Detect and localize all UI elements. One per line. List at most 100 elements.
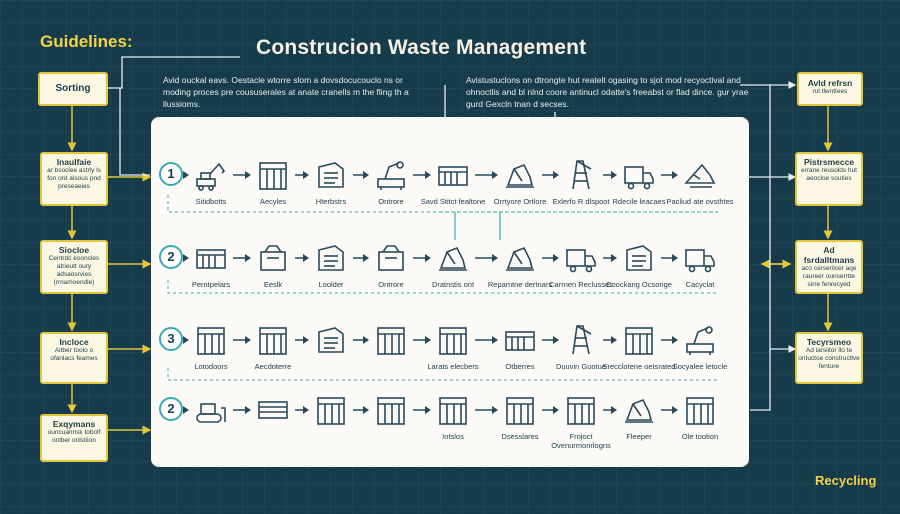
flow-arrow bbox=[475, 171, 498, 179]
flow-arrow bbox=[413, 254, 431, 262]
right-box-text: errane reusolds hut aeocloe souties bbox=[800, 167, 857, 182]
tower-icon bbox=[563, 322, 599, 358]
right-box-title: Tecyrsmeo bbox=[806, 337, 852, 347]
step-label: Cacyclat bbox=[685, 280, 715, 289]
step-label: Hterbstrs bbox=[315, 197, 347, 206]
step-label: Aecyles bbox=[259, 197, 287, 206]
flow-arrow bbox=[183, 406, 189, 414]
step-label: Perntpelars bbox=[191, 280, 231, 289]
loader-icon bbox=[621, 392, 657, 428]
step-label: Ole tootion bbox=[681, 432, 719, 441]
tower-icon bbox=[563, 157, 599, 193]
bars-icon bbox=[255, 392, 291, 428]
step-label: Otberres bbox=[505, 362, 535, 371]
doc-icon bbox=[621, 240, 657, 276]
left-box-text: Aitber toolo o ofanlacs feames bbox=[50, 347, 98, 362]
doc-icon bbox=[313, 157, 349, 193]
right-box-text: rul tlwnttees bbox=[812, 88, 848, 95]
bin-icon bbox=[255, 240, 291, 276]
flow-arrow bbox=[661, 171, 678, 179]
step-label: Coockang Ocsonge bbox=[606, 280, 672, 289]
flow-arrow bbox=[661, 254, 678, 262]
row-arrows bbox=[183, 336, 678, 344]
flow-arrow bbox=[233, 254, 251, 262]
building-icon bbox=[313, 392, 349, 428]
bin-icon bbox=[373, 240, 409, 276]
recycling-label: Recycling bbox=[815, 473, 877, 488]
step-label: Carrnen Reclusses bbox=[549, 280, 613, 289]
left-box-title: Sorting bbox=[55, 83, 91, 94]
container-icon bbox=[502, 322, 538, 358]
flow-arrow bbox=[295, 406, 309, 414]
container-icon bbox=[193, 240, 229, 276]
left-box-text: ar bsoclee astrly ls fon ord alsous pnd … bbox=[47, 167, 101, 190]
right-box-3[interactable]: Ad fsrdalltmans aco cerserilcer aqe raur… bbox=[795, 240, 863, 294]
step-label: Larats elecbers bbox=[427, 362, 479, 371]
recycle-icon bbox=[682, 157, 718, 193]
step-label: Fleeper bbox=[626, 432, 652, 441]
left-box-5[interactable]: Exqymans ouncuannsk tobolf onlber onlsti… bbox=[40, 414, 108, 462]
right-box-4[interactable]: Tecyrsmeo Ad larsiitor llo te ontuctoe c… bbox=[795, 332, 863, 384]
step-label: Rdecile leacaes bbox=[612, 197, 666, 206]
building-icon bbox=[621, 322, 657, 358]
right-box-2[interactable]: Pistrsmecce errane reusolds hut aeocloe … bbox=[795, 152, 863, 206]
guidelines-heading: Guidelines: bbox=[40, 32, 133, 51]
flow-arrow bbox=[183, 254, 189, 262]
loader-icon bbox=[502, 240, 538, 276]
building-icon bbox=[373, 322, 409, 358]
note-right: Avistustuclons on dtrongte hut reatelt o… bbox=[466, 75, 749, 109]
left-box-title: Incloce bbox=[59, 337, 89, 347]
step-label: Repamtne dertnars bbox=[487, 280, 553, 289]
left-box-3[interactable]: Siocloe Centrdc eooncles atrieutt oury a… bbox=[40, 240, 108, 294]
row-arrows bbox=[183, 406, 678, 414]
step-label: Eeslk bbox=[263, 280, 283, 289]
left-box-sorting[interactable]: Sorting bbox=[38, 72, 108, 106]
right-box-title: Pistrsmecce bbox=[803, 157, 855, 167]
building-icon bbox=[563, 392, 599, 428]
right-box-text: Ad larsiitor llo te ontuctoe constructlv… bbox=[798, 347, 860, 370]
flow-arrow bbox=[661, 406, 678, 414]
step-badge: 2 bbox=[159, 397, 183, 421]
doc-icon bbox=[313, 322, 349, 358]
building-icon bbox=[373, 392, 409, 428]
bulldozer-icon bbox=[193, 392, 229, 428]
step-label: Duuvin Guotue bbox=[555, 362, 607, 371]
flow-arrow bbox=[603, 254, 617, 262]
right-box-1[interactable]: Avld refrsn rul tlwnttees bbox=[797, 72, 863, 106]
flow-arrow bbox=[353, 336, 369, 344]
building-icon bbox=[255, 157, 291, 193]
note-left: Avid ouckal eavs. Oestacle wtorre slom a… bbox=[163, 75, 409, 109]
flow-arrow bbox=[603, 336, 617, 344]
step-badge: 1 bbox=[159, 162, 183, 186]
flow-arrow bbox=[295, 171, 309, 179]
flow-arrow bbox=[295, 254, 309, 262]
building-icon bbox=[682, 392, 718, 428]
flow-arrow bbox=[413, 336, 431, 344]
flow-arrow bbox=[183, 171, 189, 179]
left-box-4[interactable]: Incloce Aitber toolo o ofanlacs feames bbox=[40, 332, 108, 384]
truck-icon bbox=[563, 240, 599, 276]
crane-icon bbox=[373, 157, 409, 193]
step-label: Sitidbotts bbox=[195, 197, 227, 206]
flow-arrow bbox=[413, 406, 431, 414]
excavator-icon bbox=[193, 157, 229, 193]
row-arrows bbox=[183, 171, 678, 179]
building-icon bbox=[255, 322, 291, 358]
right-box-title: Avld refrsn bbox=[807, 78, 853, 88]
loader-icon bbox=[435, 240, 471, 276]
step-label: Srecclotene oetsrated bbox=[602, 362, 676, 371]
right-box-title: Ad fsrdalltmans bbox=[803, 245, 855, 265]
step-label: Frojoct Ovenurmonrlogns bbox=[551, 432, 611, 450]
step-label: Savd Stitct fealtone bbox=[420, 197, 486, 206]
left-box-text: ouncuannsk tobolf onlber onlstiion bbox=[47, 429, 101, 444]
flow-arrow bbox=[183, 336, 189, 344]
flow-arrow bbox=[542, 406, 559, 414]
step-label: Loolder bbox=[318, 280, 344, 289]
right-box-text: aco cerserilcer aqe raureer ounserrtte s… bbox=[801, 265, 857, 288]
step-label: Lotodoors bbox=[194, 362, 228, 371]
flow-arrow bbox=[603, 406, 617, 414]
flow-arrow bbox=[475, 254, 498, 262]
step-badge: 2 bbox=[159, 245, 183, 269]
left-box-2[interactable]: Inaulfaie ar bsoclee astrly ls fon ord a… bbox=[40, 152, 108, 206]
